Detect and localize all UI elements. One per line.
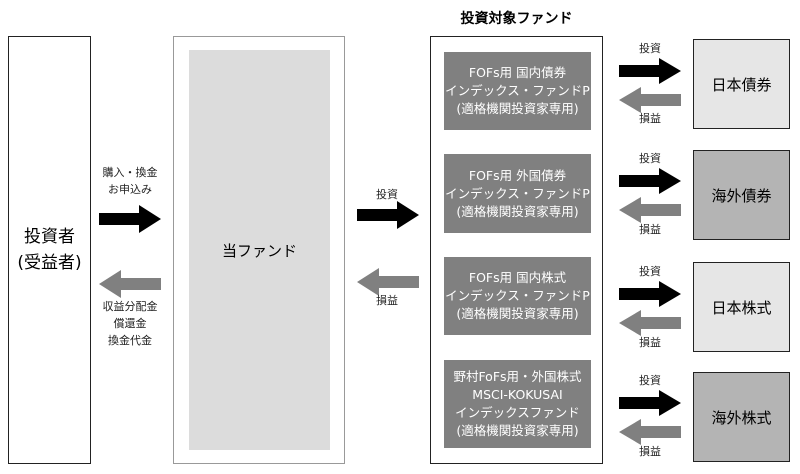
investor-label: 投資者 xyxy=(24,227,75,247)
fund-name-line: (適格機関投資家専用) xyxy=(456,306,579,321)
arrow-left-icon xyxy=(619,197,681,223)
mid-return-label: 損益 xyxy=(376,294,398,307)
asset-foreign-equity: 海外株式 xyxy=(693,372,790,462)
flow-text: お申込み xyxy=(108,183,152,196)
fund-name-line: インデックス・ファンドP xyxy=(445,185,590,201)
target-fund-domestic-equity: FOFs用 国内株式 インデックス・ファンドP (適格機関投資家専用) xyxy=(444,257,591,335)
target-fund-domestic-bond: FOFs用 国内債券 インデックス・ファンドP (適格機関投資家専用) xyxy=(444,52,591,130)
beneficiary-label: (受益者) xyxy=(17,253,82,273)
invest-label: 投資 xyxy=(639,265,661,278)
return-label: 損益 xyxy=(639,336,661,349)
return-label: 損益 xyxy=(639,112,661,125)
fund-name-line: FOFs用 外国債券 xyxy=(468,167,567,183)
target-fund-foreign-equity: 野村FoFs用・外国株式 MSCI-KOKUSAI インデックスファンド (適格… xyxy=(444,360,591,448)
distribution-label: 収益分配金 償還金 換金代金 xyxy=(92,298,168,349)
fund-name-line: (適格機関投資家専用) xyxy=(456,203,579,219)
this-fund-label: 当ファンド xyxy=(221,241,297,260)
fund-name-line: インデックス・ファンドP xyxy=(445,288,590,303)
arrow-right-icon xyxy=(357,201,419,229)
asset-japan-equity: 日本株式 xyxy=(693,262,790,352)
target-funds-box xyxy=(430,36,603,464)
fund-name-line: インデックスファンド xyxy=(455,405,580,420)
fund-name-line: FOFs用 国内債券 xyxy=(468,65,567,80)
arrow-left-icon xyxy=(357,268,419,296)
return-label: 損益 xyxy=(639,445,661,458)
asset-label: 日本債券 xyxy=(711,75,772,94)
mid-invest-label: 投資 xyxy=(376,188,398,201)
target-funds-title: 投資対象ファンド xyxy=(460,11,573,27)
fund-name-line: MSCI-KOKUSAI xyxy=(472,387,563,402)
investor-box: 投資者 (受益者) xyxy=(8,36,91,464)
asset-label: 海外株式 xyxy=(711,408,772,427)
asset-japan-bond: 日本債券 xyxy=(693,39,790,129)
target-fund-foreign-bond: FOFs用 外国債券 インデックス・ファンドP (適格機関投資家専用) xyxy=(444,154,591,233)
invest-label: 投資 xyxy=(639,374,661,387)
fund-name-line: (適格機関投資家専用) xyxy=(456,101,579,116)
flow-text: 購入・換金 xyxy=(102,166,158,179)
fund-name-line: 野村FoFs用・外国株式 xyxy=(453,369,582,384)
arrow-right-icon xyxy=(619,168,681,194)
invest-label: 投資 xyxy=(639,152,661,165)
return-label: 損益 xyxy=(639,223,661,236)
this-fund-inner: 当ファンド xyxy=(189,50,330,450)
arrow-right-icon xyxy=(619,58,681,84)
arrow-right-icon xyxy=(619,390,681,416)
invest-label: 投資 xyxy=(639,42,661,55)
fund-name-line: FOFs用 国内株式 xyxy=(468,270,567,285)
asset-foreign-bond: 海外債券 xyxy=(693,150,790,240)
purchase-label: 購入・換金 お申込み xyxy=(95,164,165,198)
flow-text: 収益分配金 xyxy=(102,300,158,313)
flow-text: 換金代金 xyxy=(108,334,152,347)
arrow-right-icon xyxy=(99,205,161,233)
fund-name-line: インデックス・ファンドP xyxy=(445,83,590,98)
fund-name-line: (適格機関投資家専用) xyxy=(456,423,579,438)
asset-label: 日本株式 xyxy=(711,298,772,317)
arrow-left-icon xyxy=(99,270,161,298)
flow-text: 償還金 xyxy=(113,317,147,330)
arrow-left-icon xyxy=(619,87,681,113)
asset-label: 海外債券 xyxy=(711,186,772,205)
arrow-left-icon xyxy=(619,419,681,445)
arrow-left-icon xyxy=(619,310,681,336)
this-fund-box: 当ファンド xyxy=(173,36,345,464)
arrow-right-icon xyxy=(619,281,681,307)
